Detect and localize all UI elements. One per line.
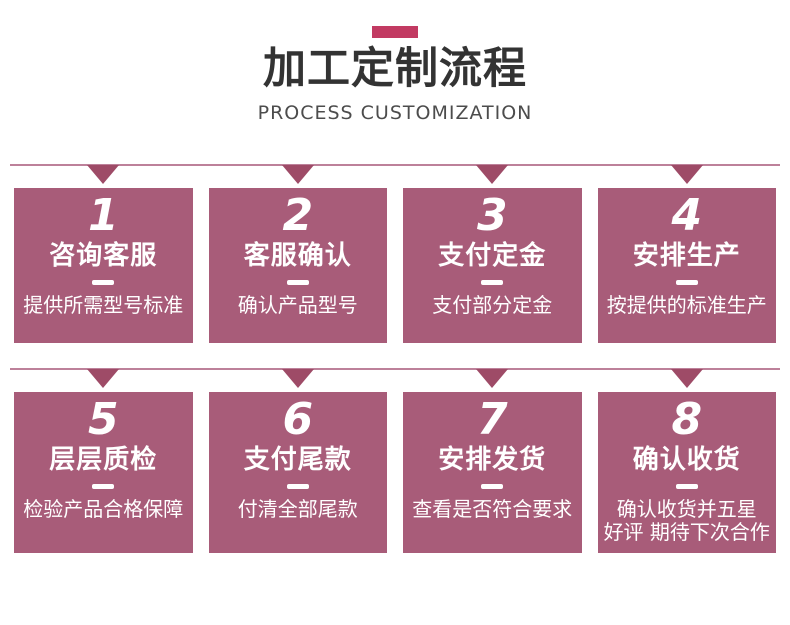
divider (92, 279, 115, 285)
step-title: 支付尾款 (243, 444, 352, 475)
connector-arrows (14, 368, 776, 388)
divider (92, 483, 115, 489)
step-description: 付清全部尾款 (237, 496, 358, 521)
arrow-down-icon (281, 368, 314, 388)
divider (286, 279, 309, 285)
step-description: 检验产品合格保障 (23, 496, 184, 521)
step-title: 支付定金 (438, 240, 547, 271)
step-number: 8 (671, 393, 703, 445)
divider (286, 483, 309, 489)
step-description: 查看是否符合要求 (412, 496, 573, 521)
step-title: 安排发货 (438, 444, 547, 475)
divider (675, 483, 698, 489)
step-description: 确认收货并五星 好评 期待下次合作 (603, 496, 770, 545)
step-card-1: 1 咨询客服 提供所需型号标准 (14, 187, 193, 343)
step-card-6: 6 支付尾款 付清全部尾款 (208, 391, 387, 553)
divider (675, 279, 698, 285)
step-title: 确认收货 (632, 444, 741, 475)
arrow-down-icon (670, 164, 703, 184)
arrow-down-icon (476, 164, 509, 184)
step-card-5: 5 层层质检 检验产品合格保障 (14, 391, 193, 553)
step-number: 3 (476, 189, 508, 241)
step-description: 确认产品型号 (237, 292, 358, 317)
step-description: 提供所需型号标准 (23, 292, 184, 317)
step-number: 6 (282, 393, 314, 445)
arrow-down-icon (476, 368, 509, 388)
step-card-8: 8 确认收货 确认收货并五星 好评 期待下次合作 (597, 391, 776, 553)
accent-bar (372, 26, 418, 38)
divider (481, 279, 504, 285)
arrow-down-icon (87, 368, 120, 388)
step-description: 按提供的标准生产 (606, 292, 767, 317)
arrow-down-icon (87, 164, 120, 184)
step-card-4: 4 安排生产 按提供的标准生产 (597, 187, 776, 343)
divider (481, 483, 504, 489)
flow-connector-row-2 (10, 367, 780, 388)
connector-line (10, 163, 780, 166)
arrow-down-icon (281, 164, 314, 184)
step-number: 1 (87, 189, 119, 241)
page-title: 加工定制流程 (263, 44, 527, 94)
steps-row-1: 1 咨询客服 提供所需型号标准 2 客服确认 确认产品型号 3 支付定金 支付部… (14, 187, 776, 343)
step-number: 4 (671, 189, 703, 241)
step-title: 咨询客服 (49, 240, 158, 271)
flow-connector-row-1 (10, 163, 780, 184)
step-card-7: 7 安排发货 查看是否符合要求 (403, 391, 582, 553)
page-subtitle: PROCESS CUSTOMIZATION (257, 102, 533, 124)
step-card-3: 3 支付定金 支付部分定金 (403, 187, 582, 343)
step-card-2: 2 客服确认 确认产品型号 (208, 187, 387, 343)
arrow-down-icon (670, 368, 703, 388)
step-number: 5 (87, 393, 119, 445)
step-title: 客服确认 (243, 240, 352, 271)
step-number: 2 (282, 189, 314, 241)
steps-row-2: 5 层层质检 检验产品合格保障 6 支付尾款 付清全部尾款 7 安排发货 查看是… (14, 391, 776, 553)
process-customization-page: 加工定制流程 PROCESS CUSTOMIZATION 1 咨询客服 提供所需… (0, 26, 790, 625)
step-number: 7 (476, 393, 508, 445)
connector-line (10, 367, 780, 370)
connector-arrows (14, 164, 776, 184)
step-title: 层层质检 (49, 444, 158, 475)
process-flow: 1 咨询客服 提供所需型号标准 2 客服确认 确认产品型号 3 支付定金 支付部… (0, 163, 790, 553)
step-description: 支付部分定金 (432, 292, 553, 317)
page-header: 加工定制流程 PROCESS CUSTOMIZATION (0, 26, 790, 125)
step-title: 安排生产 (632, 240, 741, 271)
